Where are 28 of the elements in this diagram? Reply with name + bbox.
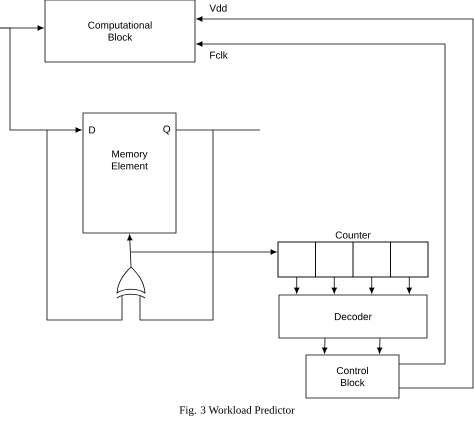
block-box: Decoder	[278, 294, 428, 338]
connector	[0, 28, 82, 133]
connector	[406, 277, 412, 294]
block-box: Computational Block	[44, 0, 196, 62]
signal-label: Vdd	[209, 4, 227, 12]
connector	[332, 277, 337, 294]
signal-label: Fclk	[210, 51, 228, 59]
cell-box	[390, 242, 428, 278]
connector	[196, 16, 474, 388]
box-heading: Counter	[336, 232, 371, 239]
figure-caption: Fig. 3 Workload Predictor	[180, 406, 295, 416]
connector	[196, 41, 446, 364]
connector	[140, 130, 214, 320]
box-label: Memory Element	[112, 150, 148, 170]
pin-label: Q	[163, 126, 170, 134]
block-box: Control Block	[306, 354, 400, 398]
connector	[294, 277, 300, 294]
xor-gate	[116, 266, 146, 298]
connector	[377, 338, 382, 354]
cell-box	[315, 242, 354, 278]
connector	[130, 249, 277, 255]
connector	[46, 130, 122, 320]
connector	[369, 277, 374, 294]
connector	[127, 234, 132, 267]
pin-label: D	[89, 126, 96, 134]
cell-box	[278, 242, 316, 278]
cell-box	[352, 242, 391, 278]
connector	[322, 338, 328, 354]
